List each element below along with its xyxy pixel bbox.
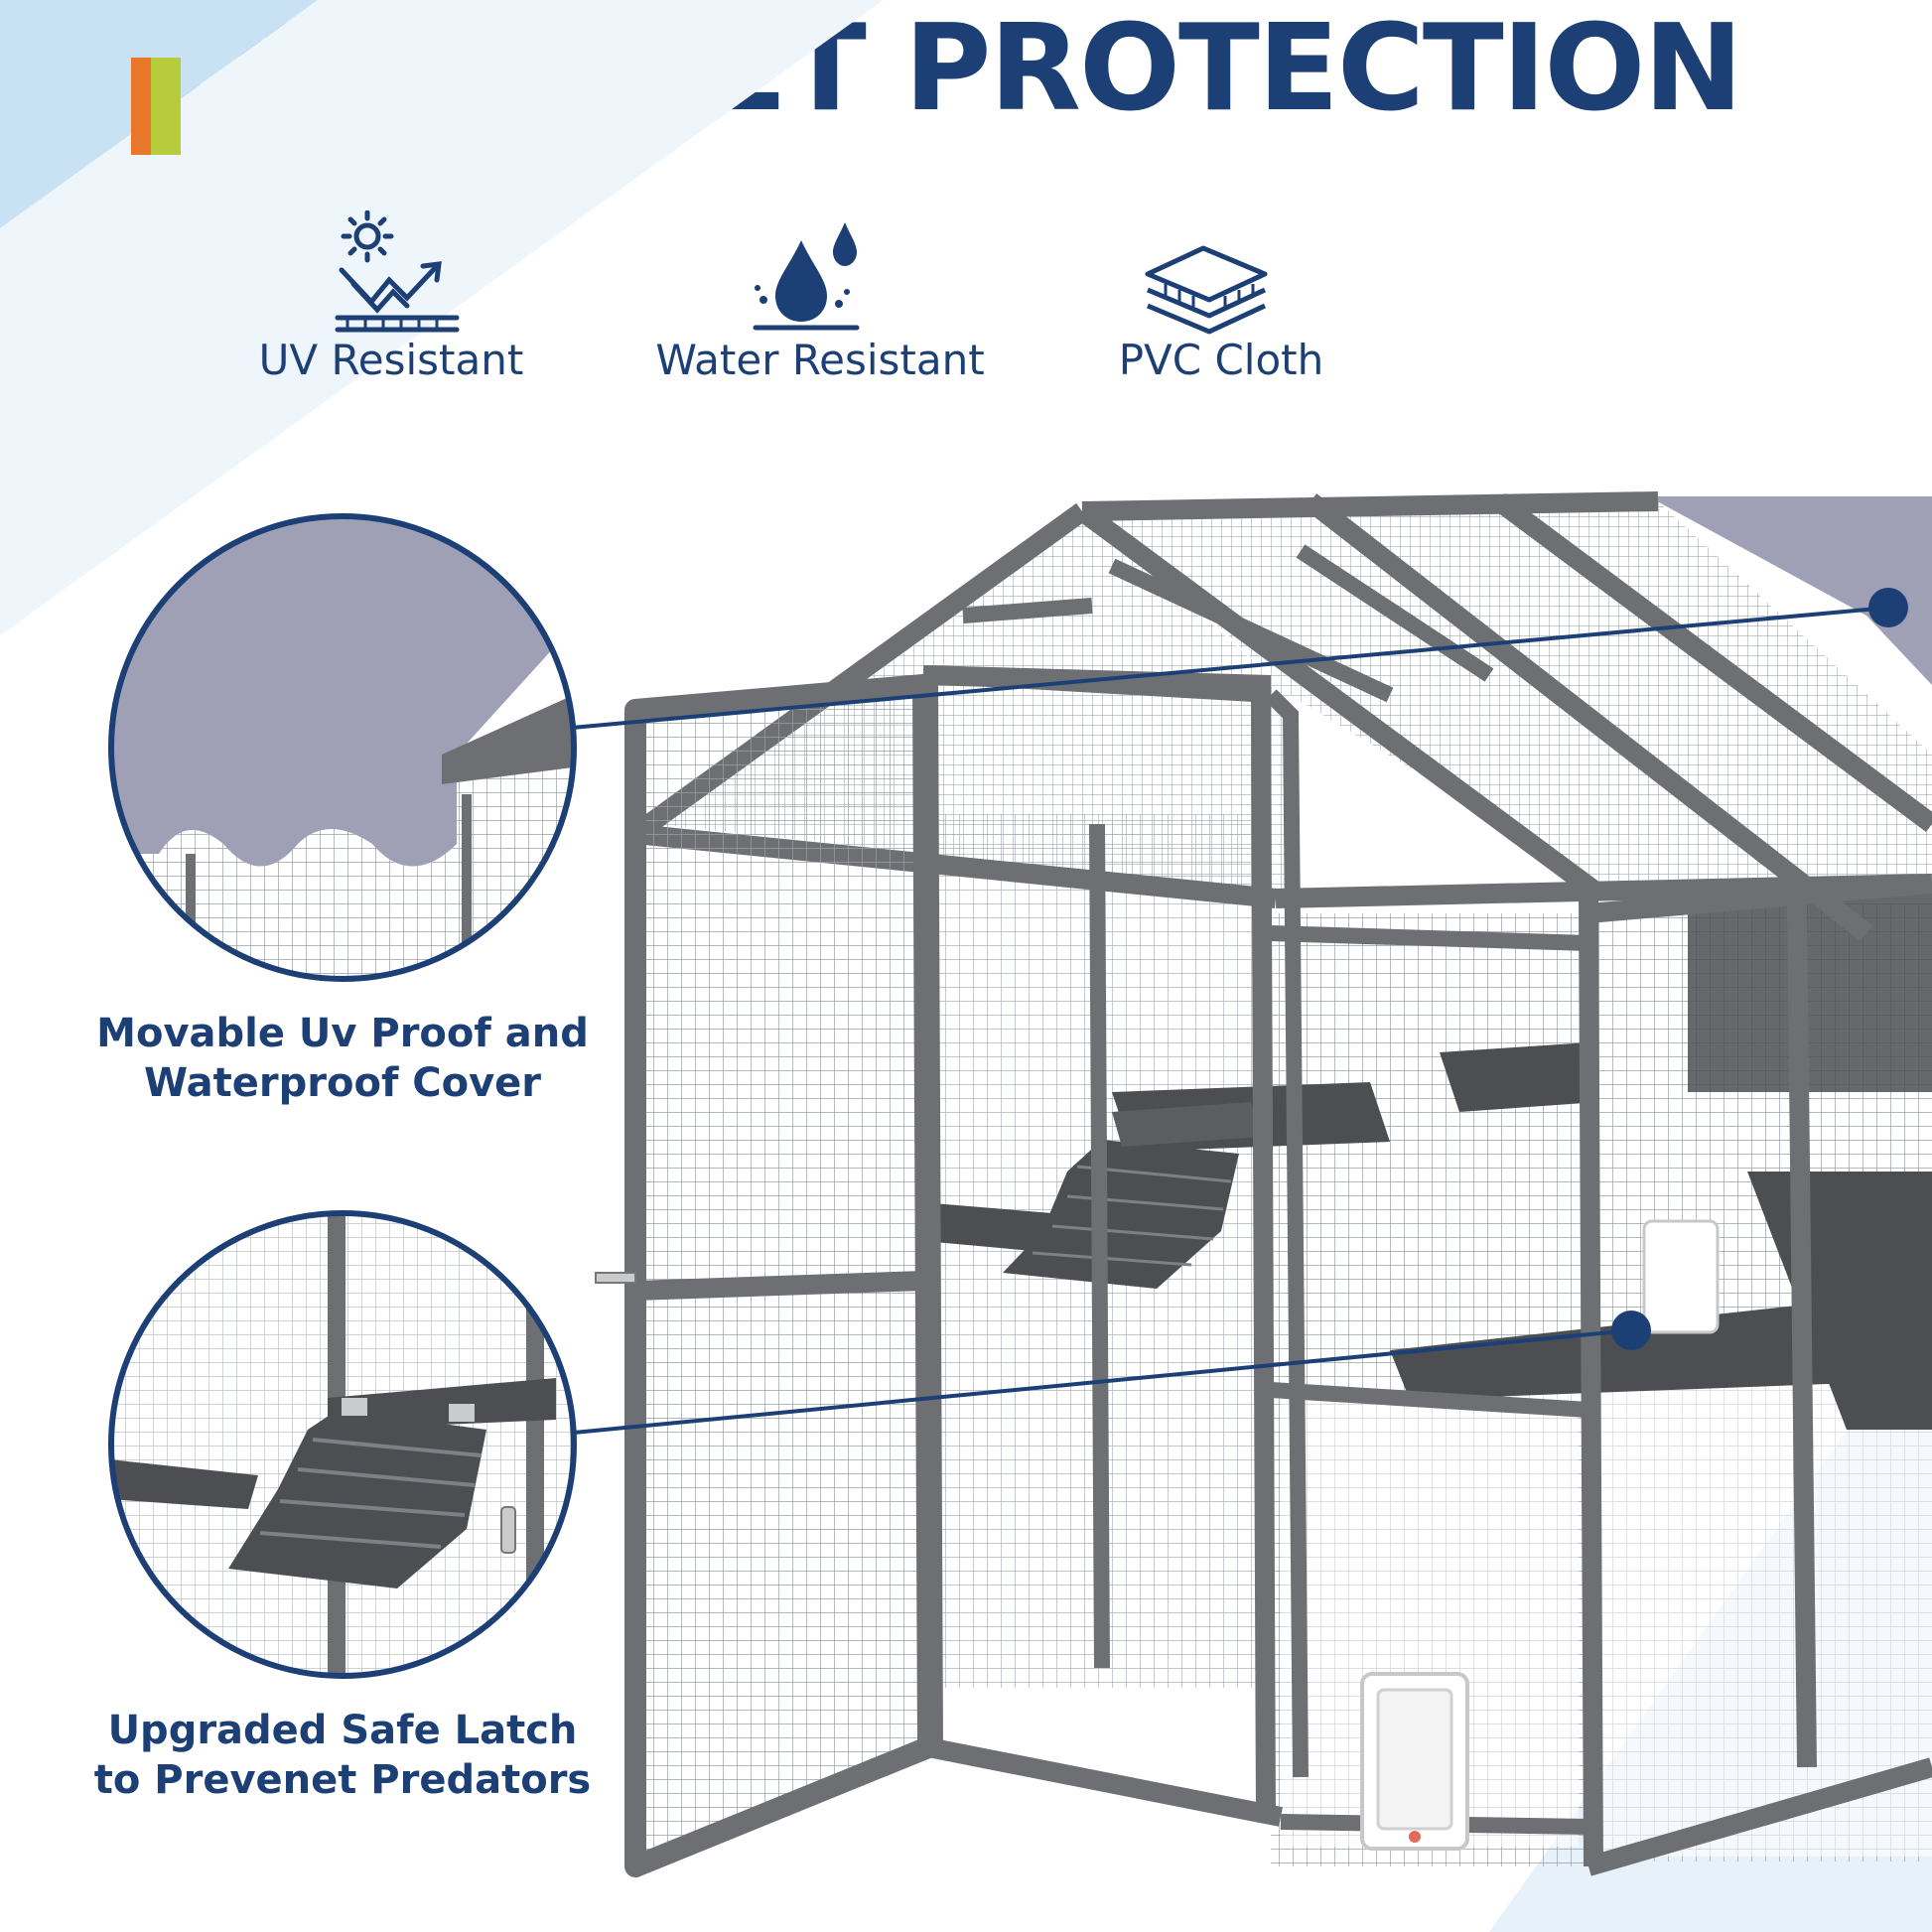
center-hammock <box>923 1102 1261 1289</box>
title-accent-bar-orange <box>131 58 151 155</box>
callout-cover-leader <box>571 606 1889 730</box>
roof-rafters <box>962 544 1494 703</box>
latch-plate <box>500 1506 516 1554</box>
callout-cover-line1: Movable Uv Proof and <box>96 1011 589 1056</box>
doorway-frame <box>918 684 1283 1827</box>
callout-cover-ring <box>108 513 577 982</box>
water-drops-icon <box>753 222 860 331</box>
feature-label-uv: UV Resistant <box>258 336 524 384</box>
front-posts <box>1579 874 1932 1876</box>
callout-cover-dot <box>1868 588 1908 627</box>
callout-latch-text: Upgraded Safe Latch to Prevenet Predator… <box>60 1706 625 1805</box>
cat-flap-door <box>1360 1672 1469 1851</box>
roof-mesh-right <box>1087 501 1932 894</box>
callout-cover-line2: Waterproof Cover <box>143 1060 542 1106</box>
callout-latch-line1: Upgraded Safe Latch <box>107 1708 578 1753</box>
feature-label-water: Water Resistant <box>655 336 985 384</box>
callout-latch-leader <box>573 1328 1632 1435</box>
upper-cat-flap <box>1642 1219 1720 1334</box>
title-accent-bar-green <box>151 58 181 155</box>
feature-label-pvc: PVC Cloth <box>1118 336 1324 384</box>
sun-uv-arrows-icon <box>335 210 460 333</box>
callout-cover-text: Movable Uv Proof and Waterproof Cover <box>60 1009 625 1108</box>
upper-shelf <box>1440 1042 1598 1112</box>
callout-latch-ring <box>108 1210 577 1679</box>
rear-cover <box>1648 496 1932 685</box>
layered-fabric-icon <box>1145 245 1268 335</box>
callout-latch-dot <box>1611 1311 1651 1350</box>
callout-latch-line2: to Prevenet Predators <box>93 1757 592 1803</box>
